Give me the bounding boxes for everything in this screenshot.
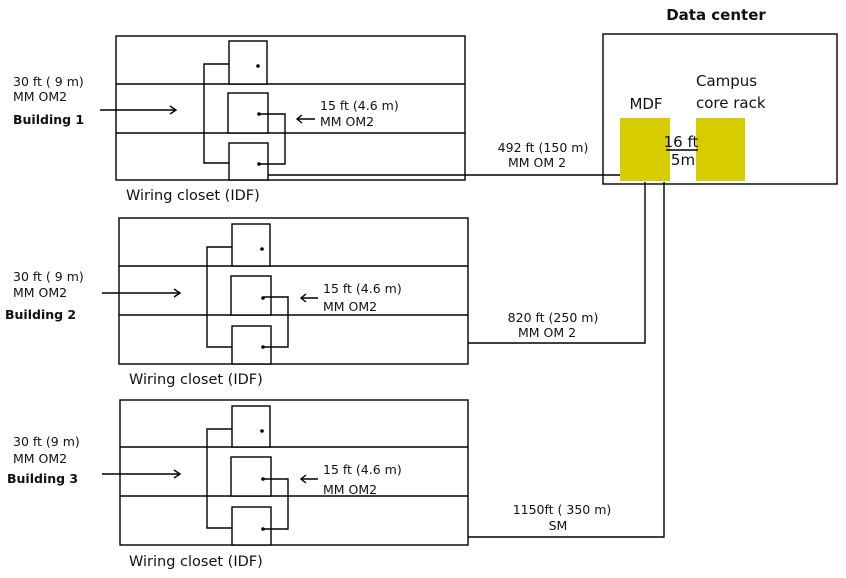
patch-cord-right xyxy=(259,113,286,165)
entry-type: MM OM2 xyxy=(13,451,67,466)
port-dot xyxy=(260,429,264,433)
arrow-head-icon xyxy=(295,114,303,124)
arrow-head-icon xyxy=(169,105,178,115)
patch-cord-left xyxy=(203,63,229,164)
port-dot xyxy=(260,247,264,251)
patch-cord-left xyxy=(206,428,232,529)
building-3: 30 ft (9 m) MM OM2 Building 3 15 ft (4.6… xyxy=(7,182,665,570)
patch-cord-right xyxy=(263,296,289,348)
closet-label: Wiring closet (IDF) xyxy=(126,188,260,204)
building-name: Building 1 xyxy=(13,112,84,127)
arrow-head-icon xyxy=(173,469,182,479)
building-1: 30 ft ( 9 m) MM OM2 Building 1 15 ft (4.… xyxy=(13,35,620,204)
building-name: Building 2 xyxy=(5,307,76,322)
core-rack-label-2: core rack xyxy=(696,94,766,112)
patch-cord-right xyxy=(263,478,289,530)
entry-type: MM OM2 xyxy=(13,285,67,300)
uplink-type: MM OM 2 xyxy=(518,325,576,340)
entry-length: 30 ft (9 m) xyxy=(13,434,80,449)
entry-type: MM OM2 xyxy=(13,89,67,104)
patch-cord-left xyxy=(206,246,232,348)
switch-bottom xyxy=(231,506,272,546)
uplink-type: MM OM 2 xyxy=(508,155,566,170)
uplink-length: 820 ft (250 m) xyxy=(508,310,599,325)
campus-core-rack xyxy=(696,118,745,181)
idf-rack xyxy=(119,399,469,546)
building-name: Building 3 xyxy=(7,471,78,486)
switch-top xyxy=(231,223,271,267)
switch-bottom xyxy=(231,325,272,365)
closet-label: Wiring closet (IDF) xyxy=(129,554,263,570)
uplink-fiber xyxy=(468,182,665,538)
mdf-rack xyxy=(620,118,670,181)
building-2: 30 ft ( 9 m) MM OM2 Building 2 15 ft (4.… xyxy=(5,182,646,388)
patch-type: MM OM2 xyxy=(323,299,377,314)
uplink-fiber xyxy=(468,182,646,344)
core-rack-label-1: Campus xyxy=(696,72,757,90)
patch-length: 15 ft (4.6 m) xyxy=(323,281,402,296)
mdf-label: MDF xyxy=(629,95,662,113)
arrow-head-icon xyxy=(173,288,182,298)
inner-distance-ft: 16 ft xyxy=(664,133,699,151)
switch-middle xyxy=(230,456,272,497)
arrow-head-icon xyxy=(299,474,307,484)
arrow-head-icon xyxy=(299,293,307,303)
inner-distance-m: 5m xyxy=(671,151,695,169)
idf-rack xyxy=(115,35,466,181)
patch-type: MM OM2 xyxy=(323,482,377,497)
data-center-title: Data center xyxy=(666,6,766,24)
uplink-length: 492 ft (150 m) xyxy=(498,140,589,155)
patch-length: 15 ft (4.6 m) xyxy=(323,462,402,477)
idf-rack xyxy=(118,217,469,365)
switch-bottom xyxy=(228,142,269,181)
data-center: Data center MDF Campus core rack 16 ft 5… xyxy=(602,6,838,185)
patch-type: MM OM2 xyxy=(320,114,374,129)
closet-label: Wiring closet (IDF) xyxy=(129,372,263,388)
switch-middle xyxy=(227,92,269,134)
switch-top xyxy=(228,40,268,85)
port-dot xyxy=(256,64,260,68)
patch-length: 15 ft (4.6 m) xyxy=(320,98,399,113)
entry-length: 30 ft ( 9 m) xyxy=(13,269,84,284)
uplink-type: SM xyxy=(549,518,568,533)
entry-length: 30 ft ( 9 m) xyxy=(13,74,84,89)
switch-top xyxy=(231,405,271,448)
uplink-length: 1150ft ( 350 m) xyxy=(513,502,612,517)
switch-middle xyxy=(230,275,272,316)
